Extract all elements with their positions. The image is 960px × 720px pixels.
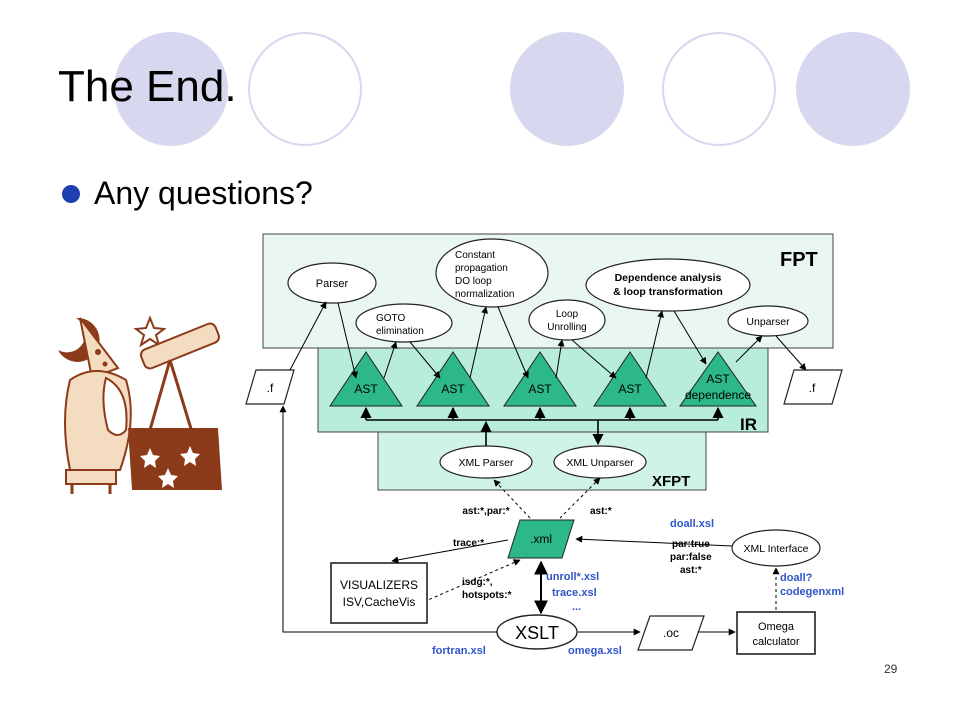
ast-dep-label-1: AST	[706, 372, 730, 386]
xfpt-region	[377, 431, 707, 491]
xfpt-label: XFPT	[652, 473, 690, 490]
ast-node-2	[416, 351, 490, 407]
constant-label-4: normalization	[455, 289, 514, 300]
unroll-xsl-label-1: unroll*.xsl	[546, 571, 599, 583]
goto-node	[355, 303, 453, 343]
ast-dependence-node	[679, 351, 757, 407]
edge-ast-par-label: ast:*,par:*	[462, 506, 509, 517]
omega-label-2: calculator	[752, 636, 799, 648]
output-f-file	[783, 369, 843, 405]
decor-circle-1	[114, 32, 228, 146]
goto-label-1: GOTO	[376, 313, 405, 324]
constant-label-1: Constant	[455, 250, 495, 261]
input-f-file	[245, 369, 295, 405]
constant-label-3: DO loop	[455, 276, 492, 287]
decor-circle-3	[796, 32, 910, 146]
dependence-label-1: Dependence analysis	[615, 272, 722, 284]
parser-node	[287, 262, 377, 304]
xml-interface-label: XML Interface	[744, 543, 809, 555]
edge-trace-label: trace:*	[453, 538, 484, 549]
visualizers-label-1: VISUALIZERS	[340, 578, 418, 592]
fpt-label: FPT	[780, 249, 818, 271]
unparser-label: Unparser	[746, 316, 790, 328]
output-f-label: .f	[809, 381, 816, 395]
bullet-text: Any questions?	[94, 175, 313, 211]
ast-label-3: AST	[528, 382, 552, 396]
xml-file-label: .xml	[530, 532, 552, 546]
xml-unparser-label: XML Unparser	[566, 457, 634, 469]
ir-label: IR	[740, 415, 757, 434]
xml-file-node	[507, 519, 575, 559]
xml-parser-label: XML Parser	[458, 457, 514, 469]
decor-ring-2	[662, 32, 776, 146]
edge-par-true-label: par:true	[672, 539, 710, 550]
doall-q-label: doall?	[780, 572, 813, 584]
star-icon	[133, 315, 167, 348]
decor-circle-2	[510, 32, 624, 146]
edge-ast-label: ast:*	[590, 506, 612, 517]
telescope-icon	[139, 322, 221, 370]
omega-label-1: Omega	[758, 621, 795, 633]
wizard-hat-icon	[79, 317, 120, 380]
parser-label: Parser	[316, 278, 349, 290]
unroll-xsl-label-3: ...	[572, 601, 581, 613]
constant-label-2: propagation	[455, 263, 508, 274]
edge-ast-label-2: ast:*	[680, 565, 702, 576]
codegenxml-label: codegenxml	[780, 586, 844, 598]
edge-par-false-label: par:false	[670, 552, 712, 563]
constant-propagation-node	[435, 238, 549, 308]
slide-title: The End.	[58, 62, 237, 111]
ast-node-1	[329, 351, 403, 407]
bullet-item: Any questions?	[62, 175, 313, 212]
loop-unrolling-node	[528, 299, 606, 341]
wizard-telescope-clipart	[58, 315, 222, 494]
ast-dep-label-2: dependence	[685, 388, 751, 402]
input-f-label: .f	[267, 381, 274, 395]
ast-node-3	[503, 351, 577, 407]
oc-file-label: .oc	[663, 626, 679, 640]
visualizers-label-2: ISV,CacheVis	[343, 595, 416, 609]
oc-file-node	[637, 615, 705, 651]
unparser-node	[727, 305, 809, 337]
loop-label-1: Loop	[556, 309, 579, 320]
xslt-label: XSLT	[515, 623, 559, 643]
ast-node-4	[593, 351, 667, 407]
ast-label-1: AST	[354, 382, 378, 396]
loop-label-2: Unrolling	[547, 322, 586, 333]
page-number: 29	[884, 662, 898, 676]
ast-label-2: AST	[441, 382, 465, 396]
dependence-analysis-node	[585, 258, 751, 312]
bullet-dot-icon	[62, 184, 80, 203]
ast-label-4: AST	[618, 382, 642, 396]
goto-label-2: elimination	[376, 326, 424, 337]
xml-parser-node	[439, 445, 533, 479]
edge-isdg-label-2: hotspots:*	[462, 590, 512, 601]
dependence-label-2: & loop transformation	[613, 286, 723, 298]
unroll-xsl-label-2: trace.xsl	[552, 587, 597, 599]
visualizers-box	[330, 562, 428, 624]
omega-xsl-label: omega.xsl	[568, 645, 622, 657]
fortran-xsl-label: fortran.xsl	[432, 645, 486, 657]
edge-isdg-label-1: isdg:*,	[462, 577, 493, 588]
xml-interface-node	[731, 529, 821, 567]
doall-xsl-label: doall.xsl	[670, 518, 714, 530]
omega-calculator-box	[736, 611, 816, 655]
decor-ring-1	[248, 32, 362, 146]
